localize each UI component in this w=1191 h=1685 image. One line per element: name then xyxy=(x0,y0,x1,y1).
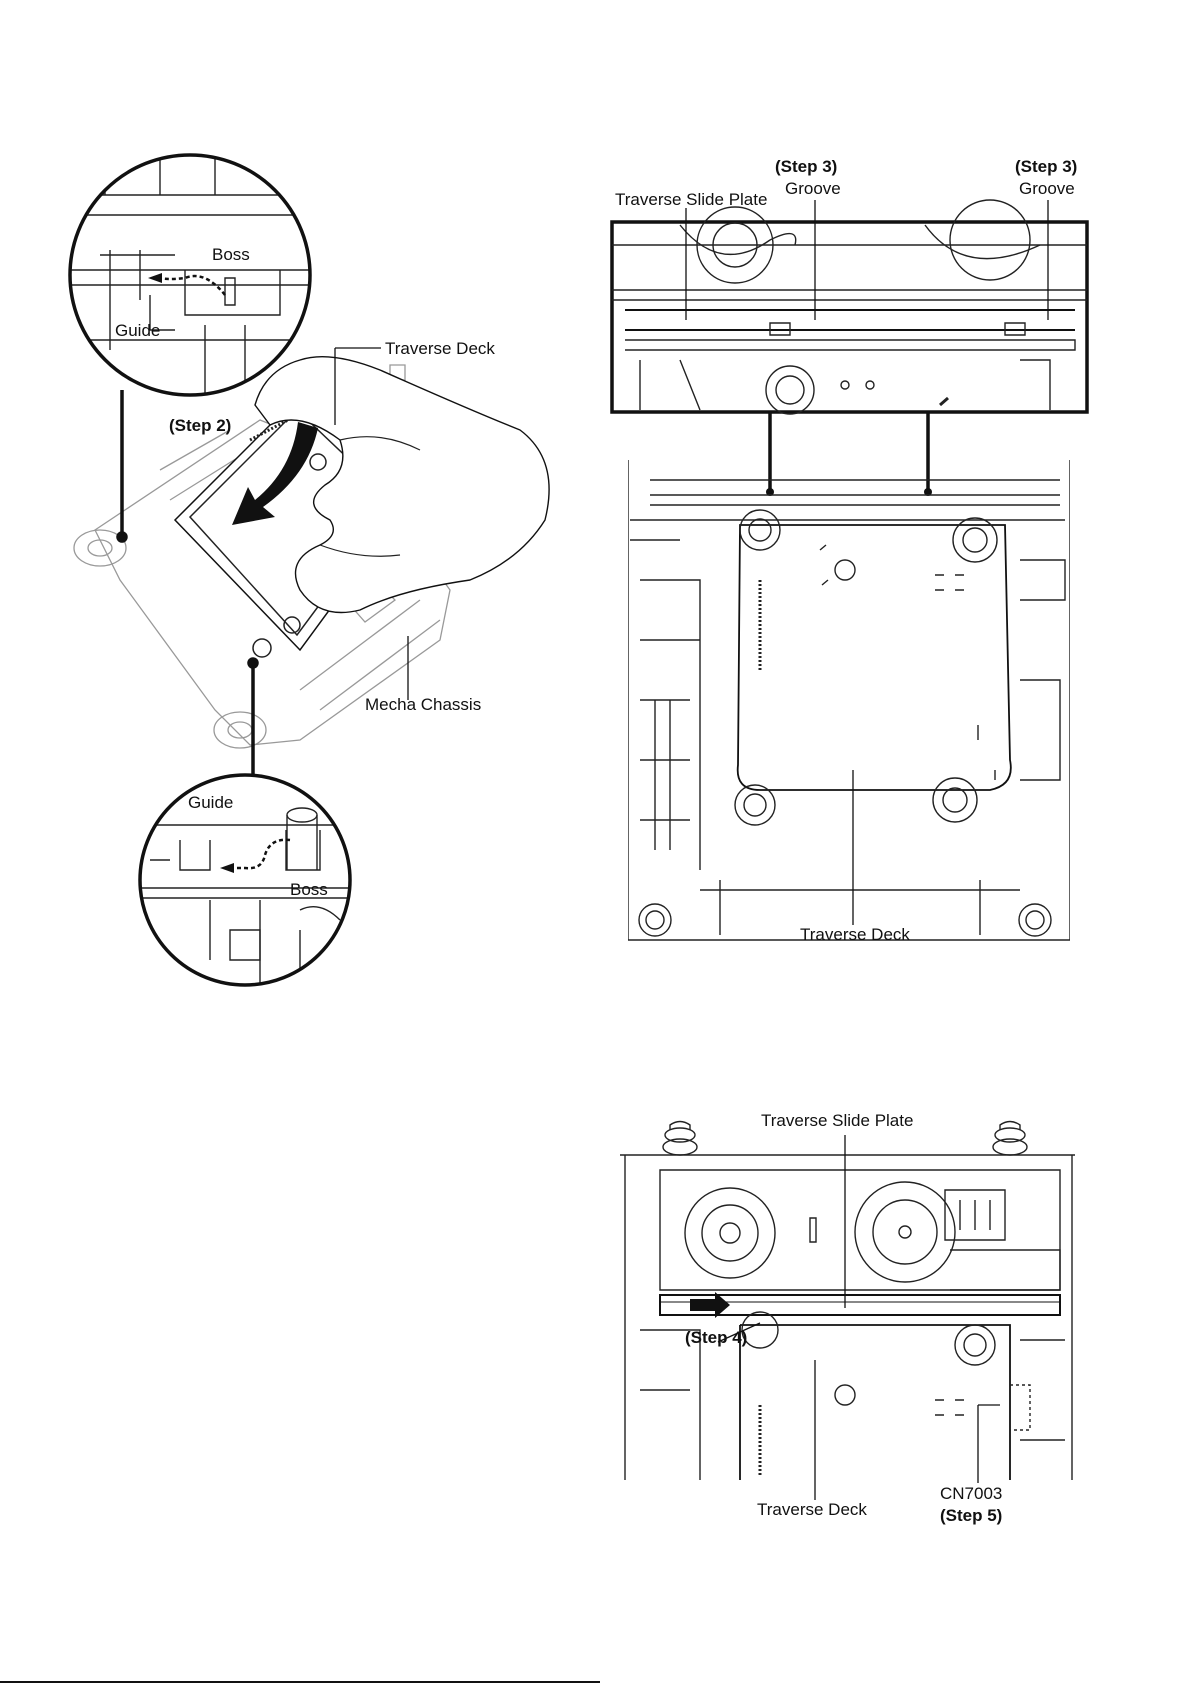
figure-b-inset xyxy=(612,200,1087,414)
step-5-label: (Step 5) xyxy=(940,1506,1002,1526)
traverse-slide-plate-label-c: Traverse Slide Plate xyxy=(761,1111,913,1131)
guide-label-top: Guide xyxy=(115,321,160,341)
traverse-deck-label-a: Traverse Deck xyxy=(385,339,495,359)
groove-label-right: Groove xyxy=(1019,179,1075,199)
traverse-deck-label-c: Traverse Deck xyxy=(757,1500,867,1520)
step-3-label-left: (Step 3) xyxy=(775,157,837,177)
step-4-label: (Step 4) xyxy=(685,1328,747,1348)
step-2-label: (Step 2) xyxy=(169,416,231,436)
figure-a-mechanism xyxy=(74,357,549,748)
boss-label-bottom: Boss xyxy=(290,880,328,900)
traverse-deck-plate xyxy=(738,525,1011,790)
figure-c-mechanism xyxy=(620,1122,1075,1481)
cn7003-label: CN7003 xyxy=(940,1484,1002,1504)
mecha-chassis-label: Mecha Chassis xyxy=(365,695,481,715)
boss-label-top: Boss xyxy=(212,245,250,265)
guide-label-bottom: Guide xyxy=(188,793,233,813)
groove-label-left: Groove xyxy=(785,179,841,199)
figure-b-mechanism xyxy=(628,460,1070,940)
traverse-deck-label-b: Traverse Deck xyxy=(800,925,910,945)
step-3-label-right: (Step 3) xyxy=(1015,157,1077,177)
top-detail-circle xyxy=(60,150,330,400)
traverse-slide-plate-label-b: Traverse Slide Plate xyxy=(615,190,767,210)
